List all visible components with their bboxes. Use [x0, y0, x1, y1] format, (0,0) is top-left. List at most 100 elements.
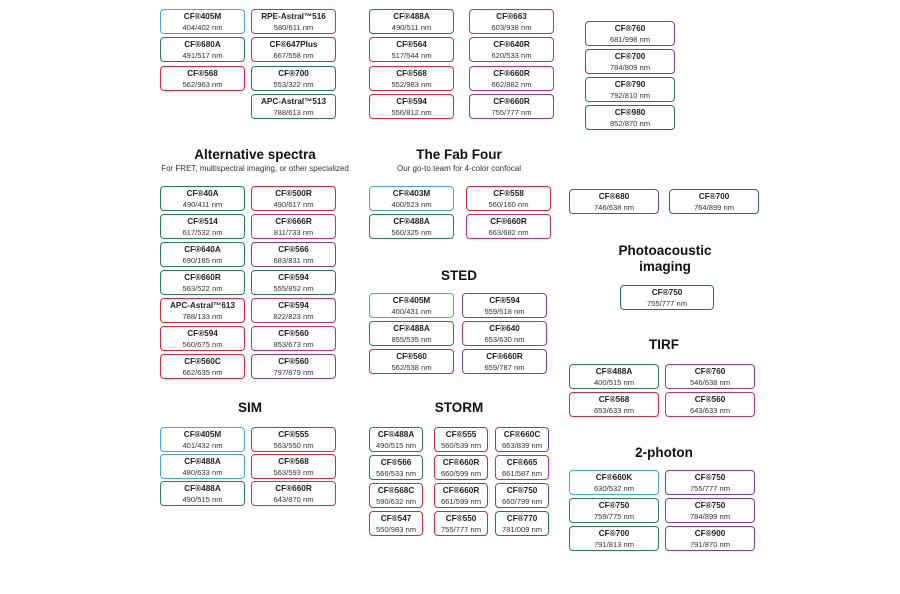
- dye-wavelength: 784/809 nm: [609, 63, 651, 72]
- dye-wavelength: 400/515 nm: [593, 378, 635, 387]
- dye-wavelength: 590/632 nm: [375, 497, 417, 506]
- photoacoustic-title: Photoacoustic imaging: [618, 243, 712, 274]
- dye-name: CF®660K: [595, 473, 633, 482]
- dye-name: CF®665: [506, 458, 538, 467]
- dye-wavelength: 560/325 nm: [391, 228, 432, 237]
- dye-wavelength: 788/133 nm: [182, 312, 223, 321]
- dye-card: CF®488A 490/515 nm: [160, 481, 245, 506]
- dye-name: CF®700: [278, 69, 309, 78]
- dye-wavelength: 755/777 nm: [440, 525, 482, 534]
- dye-wavelength: 852/870 nm: [609, 119, 651, 128]
- dye-wavelength: 550/983 nm: [375, 525, 417, 534]
- dye-name: CF®568: [396, 69, 427, 78]
- dye-name: APC-Astral™613: [169, 301, 236, 310]
- dye-card: CF®488A 490/511 nm: [369, 9, 454, 34]
- alternative-spectra-subtitle: For FRET, multispectral imaging, or othe…: [161, 164, 349, 173]
- dye-name: CF®594: [278, 301, 309, 310]
- dye-card: CF®660R 563/522 nm: [160, 270, 245, 295]
- dye-wavelength: 764/899 nm: [693, 203, 735, 212]
- two-photon-title: 2-photon: [635, 445, 693, 460]
- dye-name: CF®750: [651, 288, 683, 297]
- dye-name: RPE-Astral™516: [261, 12, 326, 21]
- dye-name: CF®405M: [183, 430, 222, 439]
- fab-four-title: The Fab Four: [416, 147, 502, 162]
- dye-name: CF®594: [396, 97, 427, 106]
- dye-name: CF®660R: [486, 352, 523, 361]
- dye-name: APC-Astral™513: [260, 97, 327, 106]
- dye-name: CF®558: [493, 189, 524, 198]
- dye-name: CF®770: [506, 514, 538, 523]
- dye-wavelength: 663/682 nm: [488, 228, 529, 237]
- dye-name: CF®594: [278, 273, 309, 282]
- dye-name: CF®403M: [392, 189, 431, 198]
- dye-wavelength: 480/633 nm: [182, 468, 223, 477]
- dye-wavelength: 662/635 nm: [182, 368, 223, 377]
- dye-card: CF®566 683/831 nm: [251, 242, 336, 267]
- dye-wavelength: 643/633 nm: [689, 406, 731, 415]
- dye-wavelength: 556/812 nm: [391, 108, 432, 117]
- tirf-title: TIRF: [649, 337, 679, 352]
- dye-wavelength: 562/538 nm: [391, 363, 432, 372]
- dye-name: CF®564: [396, 40, 427, 49]
- dye-name: CF®555: [278, 430, 309, 439]
- dye-name: CF®750: [694, 473, 726, 482]
- dye-name: CF®488A: [184, 484, 221, 493]
- dye-name: CF®594: [489, 296, 520, 305]
- dye-wavelength: 811/733 nm: [273, 228, 314, 237]
- dye-name: CF®488A: [393, 12, 430, 21]
- dye-name: CF®660R: [442, 458, 480, 467]
- dye-wavelength: 563/522 nm: [182, 284, 223, 293]
- dye-name: CF®750: [506, 486, 538, 495]
- dye-name: CF®660R: [184, 273, 221, 282]
- dye-name: CF®640A: [184, 245, 221, 254]
- dye-wavelength: 653/633 nm: [593, 406, 635, 415]
- dye-name: CF®594: [187, 329, 218, 338]
- dye-name: CF®405M: [183, 12, 222, 21]
- dye-name: CF®680A: [184, 40, 221, 49]
- dye-wavelength: 659/787 nm: [484, 363, 525, 372]
- dye-wavelength: 683/831 nm: [273, 256, 314, 265]
- dye-name: CF®560: [694, 395, 726, 404]
- dye-wavelength: 784/899 nm: [689, 512, 731, 521]
- dye-name: CF®900: [694, 529, 726, 538]
- dye-wavelength: 681/998 nm: [609, 35, 651, 44]
- dye-name: CF®488A: [393, 217, 430, 226]
- dye-name: CF®566: [278, 245, 309, 254]
- sim-title: SIM: [237, 400, 262, 415]
- dye-wavelength: 490/511 nm: [391, 23, 432, 32]
- dye-wavelength: 490/515 nm: [182, 495, 223, 504]
- dye-name: CF®560: [278, 329, 309, 338]
